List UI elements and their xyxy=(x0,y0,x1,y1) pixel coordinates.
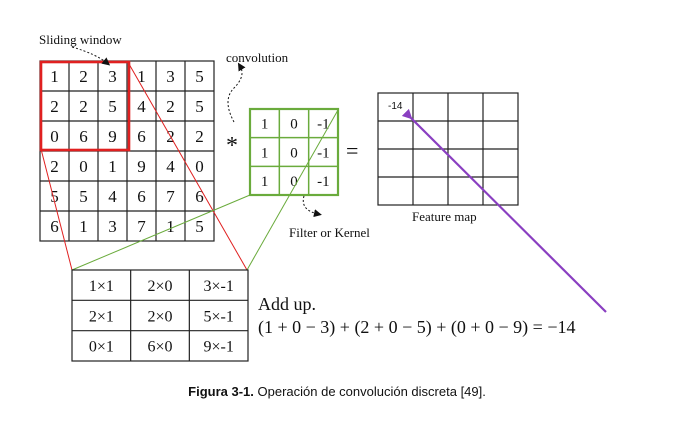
kernel-pointer xyxy=(302,195,322,218)
product-cell: 9×-1 xyxy=(203,339,233,356)
input-cell: 1 xyxy=(108,157,117,176)
product-matrix-border xyxy=(71,269,249,362)
product-cell: 3×-1 xyxy=(203,278,233,295)
input-cell: 6 xyxy=(50,217,59,236)
input-cell: 9 xyxy=(137,157,146,176)
kernel-cell: 1 xyxy=(261,145,269,161)
input-cell: 4 xyxy=(137,97,146,116)
kernel-guide-line-right xyxy=(246,109,339,271)
input-cell: 2 xyxy=(166,97,175,116)
product-matrix: 1×1 2×0 3×-1 2×1 2×0 5×-1 0×1 6×0 9×-1 xyxy=(71,269,249,362)
product-cell: 2×0 xyxy=(147,278,172,295)
caption-label: Figura 3-1. xyxy=(188,384,254,399)
input-cell: 5 xyxy=(79,187,88,206)
input-cell: 9 xyxy=(108,127,117,146)
input-cell: 2 xyxy=(50,97,59,116)
input-cell: 1 xyxy=(137,67,146,86)
input-cell: 4 xyxy=(108,187,117,206)
input-cell: 2 xyxy=(50,157,59,176)
equals-operator: = xyxy=(346,138,358,163)
product-cell: 5×-1 xyxy=(203,308,233,325)
kernel-cell: -1 xyxy=(317,117,330,133)
feature-cell: -14 xyxy=(388,101,403,112)
input-cell: 5 xyxy=(108,97,117,116)
input-cell: 3 xyxy=(108,217,117,236)
product-cell: 1×1 xyxy=(89,278,114,295)
input-cell: 3 xyxy=(166,67,175,86)
convolution-label: convolution xyxy=(226,50,289,65)
input-cell: 6 xyxy=(79,127,88,146)
input-cell: 0 xyxy=(50,127,59,146)
input-cell: 1 xyxy=(166,217,175,236)
sliding-window-highlight xyxy=(39,60,131,152)
kernel-cell: 1 xyxy=(261,117,269,133)
product-cell: 2×0 xyxy=(147,308,172,325)
product-cell: 2×1 xyxy=(89,308,114,325)
input-cell: 5 xyxy=(50,187,59,206)
kernel-guide-line-left xyxy=(71,194,251,271)
kernel-cell: -1 xyxy=(317,145,330,161)
window-guide-line-right xyxy=(128,63,248,271)
kernel-cell: -1 xyxy=(317,174,330,190)
input-cell: 5 xyxy=(195,97,204,116)
input-cell: 2 xyxy=(79,97,88,116)
input-cell: 6 xyxy=(137,187,146,206)
feature-map: -14 xyxy=(377,92,519,206)
kernel-border xyxy=(248,107,340,197)
convolution-operator: * xyxy=(226,133,238,159)
input-cell: 5 xyxy=(195,67,204,86)
feature-map-label: Feature map xyxy=(412,209,477,224)
convolution-pointer xyxy=(227,62,246,123)
input-cell: 1 xyxy=(79,217,88,236)
kernel-cell: 0 xyxy=(290,117,298,133)
kernel-matrix: 1 0 -1 1 0 -1 1 0 -1 xyxy=(248,107,340,197)
sum-equation: (1 + 0 − 3) + (2 + 0 − 5) + (0 + 0 − 9) … xyxy=(258,317,575,338)
input-cell: 6 xyxy=(195,187,204,206)
sliding-window-pointer xyxy=(71,46,111,66)
kernel-cell: 0 xyxy=(290,145,298,161)
input-cell: 1 xyxy=(50,67,59,86)
result-arrow xyxy=(401,108,607,313)
figure-caption: Figura 3-1. Operación de convolución dis… xyxy=(188,384,486,399)
product-cell: 0×1 xyxy=(89,339,114,356)
caption-text: Operación de convolución discreta [49]. xyxy=(254,384,486,399)
input-cell: 7 xyxy=(166,187,175,206)
input-cell: 0 xyxy=(195,157,204,176)
input-cell: 2 xyxy=(79,67,88,86)
filter-kernel-label: Filter or Kernel xyxy=(289,225,370,240)
input-cell: 6 xyxy=(137,127,146,146)
input-cell: 5 xyxy=(195,217,204,236)
sliding-window-label: Sliding window xyxy=(39,32,122,47)
input-cell: 2 xyxy=(195,127,204,146)
input-cell: 7 xyxy=(137,217,146,236)
input-cell: 4 xyxy=(166,157,175,176)
input-cell: 0 xyxy=(79,157,88,176)
kernel-cell: 1 xyxy=(261,174,269,190)
add-up-label: Add up. xyxy=(258,294,316,314)
product-cell: 6×0 xyxy=(147,339,172,356)
input-cell: 3 xyxy=(108,67,117,86)
window-guide-line-left xyxy=(40,148,73,271)
kernel-cell: 0 xyxy=(290,174,298,190)
